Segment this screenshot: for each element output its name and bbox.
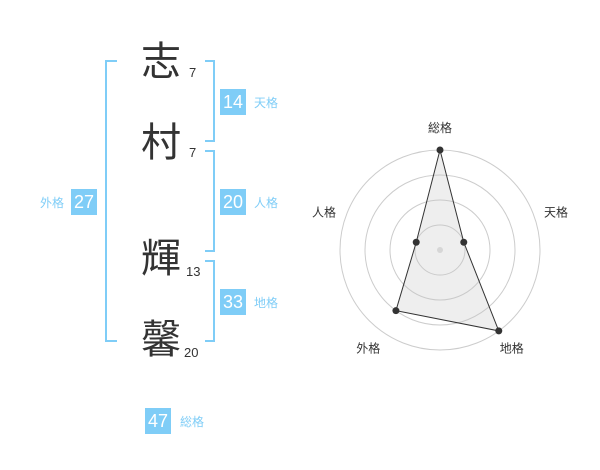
chikaku-bracket <box>205 260 215 342</box>
radar-ring-3 <box>364 174 516 326</box>
stroke-count-2: 7 <box>189 145 197 160</box>
jinkaku-label: 人格 <box>254 196 279 210</box>
gaikaku-value: 27 <box>71 189 98 215</box>
radar-axis-label-2: 地格 <box>500 341 524 356</box>
radar-axis-label-0: 総格 <box>428 120 452 135</box>
stroke-count-4: 20 <box>184 345 199 360</box>
radar-ring-1 <box>414 224 466 276</box>
radar-point-2 <box>495 327 503 335</box>
jinkaku-value: 20 <box>220 189 247 215</box>
radar-point-1 <box>460 238 468 246</box>
stroke-count-3: 13 <box>186 264 201 279</box>
radar-point-4 <box>412 238 420 246</box>
chikaku-label: 地格 <box>254 296 279 310</box>
tenkaku-value: 14 <box>220 89 247 115</box>
radar-area <box>395 149 500 332</box>
chikaku-value: 33 <box>220 289 247 315</box>
gaikaku-bracket <box>105 60 117 342</box>
radar-points <box>392 146 503 335</box>
name-char-4: 馨 <box>141 317 181 363</box>
tenkaku-bracket <box>205 60 215 142</box>
soukaku-value: 47 <box>145 408 172 434</box>
radar-axis-label-4: 人格 <box>312 204 336 219</box>
soukaku-label: 総格 <box>180 415 205 429</box>
name-char-3: 輝 <box>141 236 181 282</box>
radar-point-0 <box>436 146 444 154</box>
radar-axis-label-3: 外格 <box>356 341 380 356</box>
name-char-1: 志 <box>141 39 181 85</box>
stroke-count-1: 7 <box>189 65 197 80</box>
radar-axis-label-1: 天格 <box>544 204 568 219</box>
radar-point-3 <box>392 307 400 315</box>
tenkaku-label: 天格 <box>254 96 279 110</box>
jinkaku-bracket <box>205 150 215 252</box>
name-char-2: 村 <box>141 120 181 166</box>
gaikaku-label: 外格 <box>40 196 65 210</box>
radar-center <box>437 247 443 253</box>
radar-ring-2 <box>389 199 491 301</box>
